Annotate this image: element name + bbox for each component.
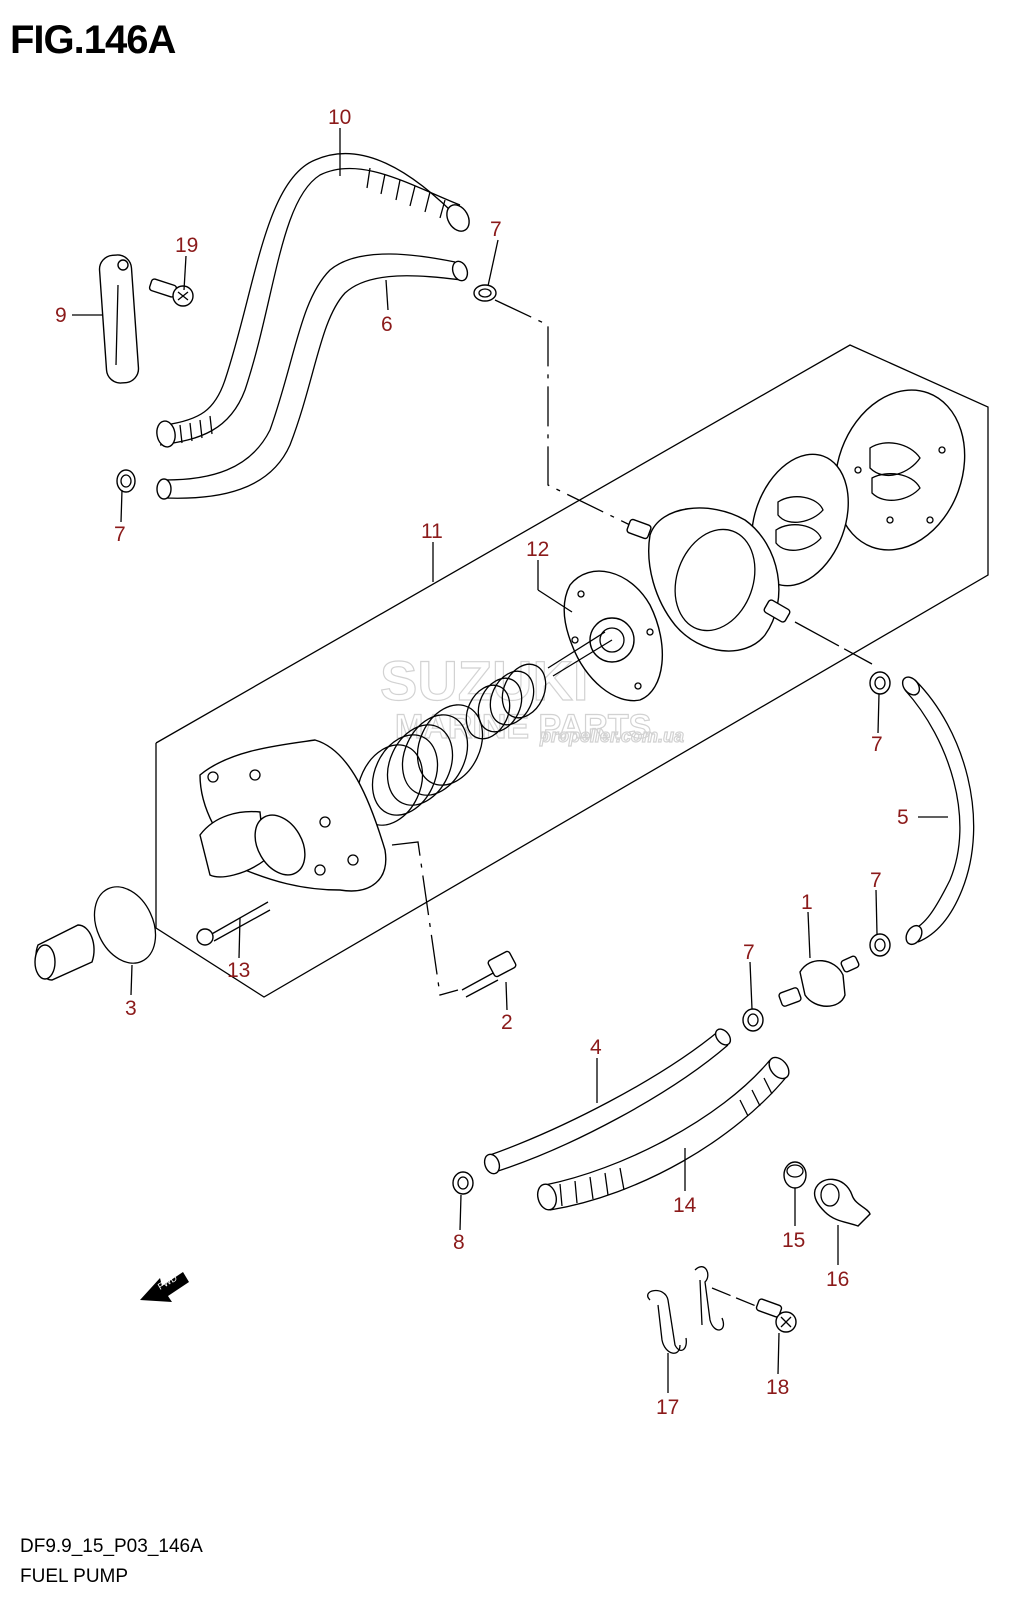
clip-8 (452, 1171, 474, 1195)
assembly-frame (155, 344, 989, 998)
callouts: 10 19 7 9 6 7 11 12 7 5 1 7 7 13 3 2 4 1… (55, 106, 909, 1419)
callout-16: 16 (826, 1268, 849, 1291)
pump-valve-body (626, 507, 791, 652)
figure-title: FIG.146A (10, 18, 176, 62)
clip-7-lower (742, 1008, 764, 1032)
callout-15: 15 (782, 1229, 805, 1252)
diaphragm-gasket (751, 453, 849, 587)
pump-base-body (199, 739, 387, 892)
callout-7-left: 7 (114, 523, 126, 546)
screw-18 (711, 1287, 797, 1333)
callout-9: 9 (55, 304, 67, 327)
forward-direction-icon: FWD (140, 1272, 189, 1302)
filter-element (34, 924, 95, 981)
grommet-9 (98, 254, 140, 384)
screw-13 (196, 901, 271, 946)
pump-outer-cover (834, 389, 966, 551)
hose-10-end-top (446, 204, 470, 232)
callout-18: 18 (766, 1376, 789, 1399)
bolt-2 (461, 950, 517, 998)
clip-7-right (869, 671, 891, 695)
hose-4 (483, 1028, 732, 1175)
watermark-brand: SUZUKI (380, 649, 588, 712)
callout-5: 5 (897, 806, 909, 829)
callout-12: 12 (526, 538, 549, 561)
figure-name: FUEL PUMP (20, 1566, 129, 1587)
clip-7-left (116, 469, 136, 493)
watermark-site: propeller.com.ua (539, 726, 684, 746)
callout-7-right: 7 (871, 733, 883, 756)
callout-17: 17 (656, 1396, 679, 1419)
leader-right-clamp (794, 621, 873, 665)
leader-bolt-2 (391, 841, 459, 996)
leader-top-clamp (494, 299, 631, 526)
callout-7-lower: 7 (743, 941, 755, 964)
spring-small (465, 663, 547, 740)
hose-6-end-top (451, 260, 469, 282)
o-ring-3 (93, 886, 157, 964)
hose-10-end-bottom (156, 420, 176, 448)
wire-clip-17 (647, 1266, 725, 1354)
callout-11: 11 (421, 520, 443, 543)
callout-19: 19 (175, 234, 198, 257)
callout-leaders (72, 128, 948, 1393)
hose-10 (156, 152, 470, 448)
clamp-16 (813, 1178, 871, 1227)
check-valve-1 (778, 955, 860, 1007)
clip-7-lower-right (869, 933, 891, 957)
hose-14 (536, 1056, 790, 1211)
figure-code: DF9.9_15_P03_146A (20, 1536, 203, 1557)
callout-2: 2 (501, 1011, 513, 1034)
callout-6: 6 (381, 313, 393, 336)
callout-3: 3 (125, 997, 137, 1020)
callout-13: 13 (227, 959, 250, 982)
diaphragm-12 (547, 570, 663, 702)
callout-14: 14 (673, 1194, 697, 1217)
callout-7-top: 7 (490, 218, 502, 241)
callout-4: 4 (590, 1036, 602, 1059)
callout-7-lower-right: 7 (870, 869, 882, 892)
callout-8: 8 (453, 1231, 465, 1254)
hose-5 (901, 676, 975, 946)
callout-10: 10 (328, 106, 351, 129)
screw-19 (148, 278, 194, 307)
collar-15 (783, 1161, 807, 1189)
hose-6 (156, 253, 469, 500)
clip-7-top (473, 284, 497, 302)
hose-6-end-bottom (156, 478, 172, 500)
callout-1: 1 (801, 891, 813, 914)
